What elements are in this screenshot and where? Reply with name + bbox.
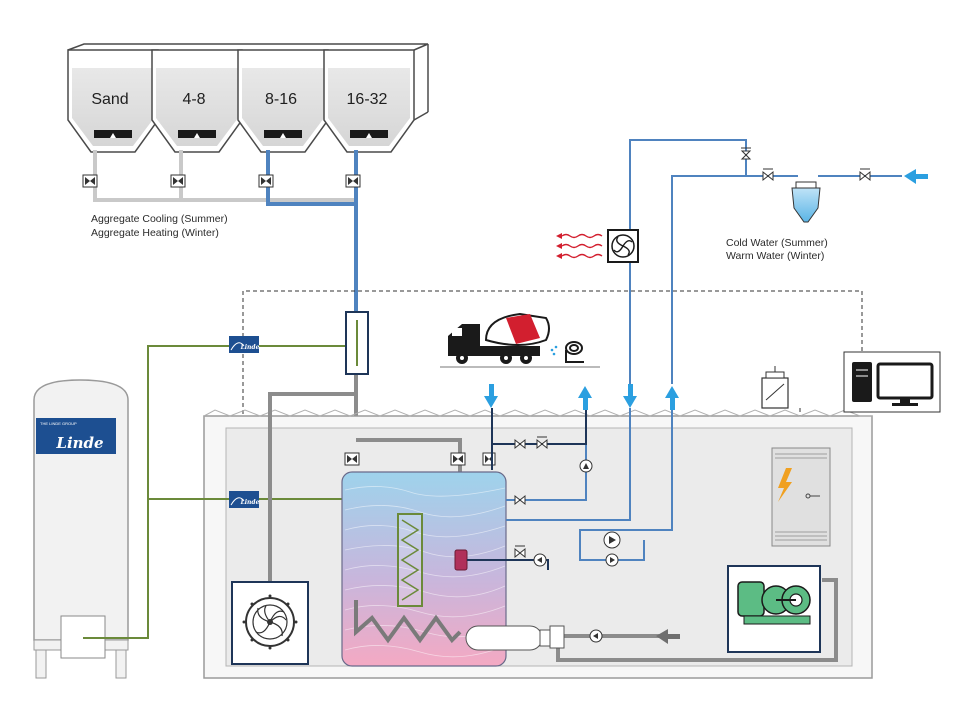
water-label-line2: Warm Water (Winter) <box>726 250 824 262</box>
silo-valves <box>82 174 361 188</box>
silo-8-16: 8-16 <box>237 49 329 153</box>
heater-cylinder <box>465 625 565 651</box>
nitrogen-tank: THE LINDE GROUP Linde <box>33 379 129 679</box>
silo-16-32: 16-32 <box>323 49 415 153</box>
silo-sand: Sand <box>67 49 159 153</box>
mixing-tank <box>341 471 512 667</box>
tank-valves <box>344 452 496 466</box>
flowmeter-1-text: Linde <box>240 344 260 351</box>
aggregate-label-line1: Aggregate Cooling (Summer) <box>91 213 228 225</box>
flowmeter-1: Linde <box>229 336 260 353</box>
blower-unit <box>231 581 309 665</box>
linde-logo-panel <box>36 418 116 454</box>
cooling-fan <box>556 229 639 263</box>
concrete-truck <box>440 312 600 368</box>
silo-label-8-16: 8-16 <box>265 91 297 108</box>
pumps <box>533 459 621 643</box>
water-label-line1: Cold Water (Summer) <box>726 237 828 249</box>
silo-label-16-32: 16-32 <box>347 91 388 108</box>
silo-4-8: 4-8 <box>151 49 243 153</box>
aggregate-label-line2: Aggregate Heating (Winter) <box>91 227 219 239</box>
flowmeter-2-text: Linde <box>240 499 260 506</box>
water-valves <box>514 147 871 559</box>
water-tank <box>791 181 821 223</box>
computer-station <box>843 351 941 413</box>
silo-label-4-8: 4-8 <box>182 91 205 108</box>
pump-motor <box>727 565 821 653</box>
control-lines <box>242 290 863 498</box>
water-pipes <box>506 139 902 561</box>
silo-group: Sand 4-8 8-16 16-32 <box>67 43 429 153</box>
flow-arrows <box>484 169 928 410</box>
gray-arrow <box>656 629 680 644</box>
control-cabinet <box>771 447 831 547</box>
silo-label-sand: Sand <box>91 91 128 108</box>
sensor <box>761 366 789 409</box>
flowmeter-2: Linde <box>229 491 260 508</box>
linde-logo-text: Linde <box>55 434 103 452</box>
linde-group-text: THE LINDE GROUP <box>40 421 77 426</box>
